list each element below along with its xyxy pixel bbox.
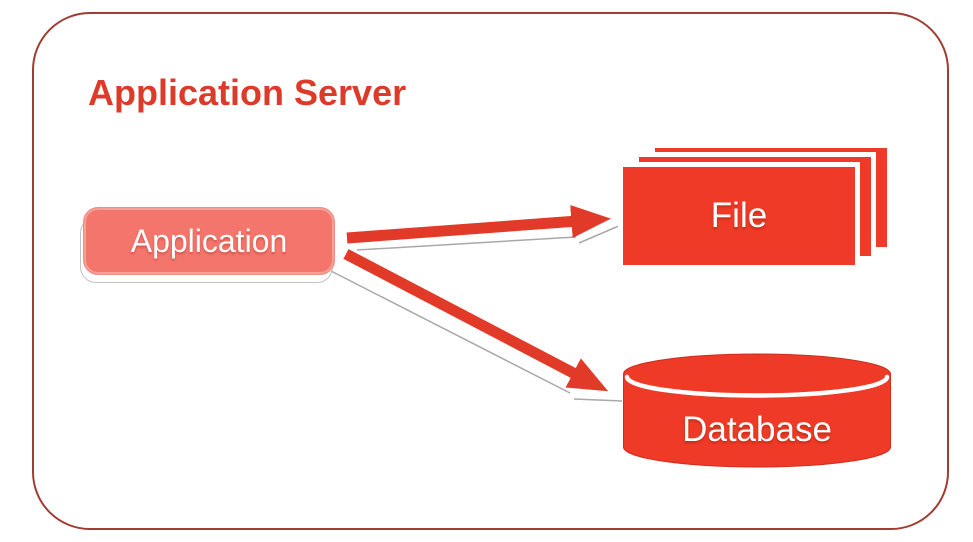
slide-title: Application Server [88, 72, 407, 113]
slide-frame-border [32, 12, 949, 530]
arrow-application-to-database [343, 249, 609, 392]
database-node-label: Database [682, 410, 832, 449]
arrow-application-to-file [346, 205, 611, 244]
arrow-shadow-lines [330, 224, 623, 402]
file-node: File [618, 162, 860, 270]
file-node-label: File [710, 196, 768, 235]
database-cylinder [623, 353, 891, 468]
application-node: Application [83, 207, 335, 275]
application-node-label: Application [130, 222, 288, 259]
